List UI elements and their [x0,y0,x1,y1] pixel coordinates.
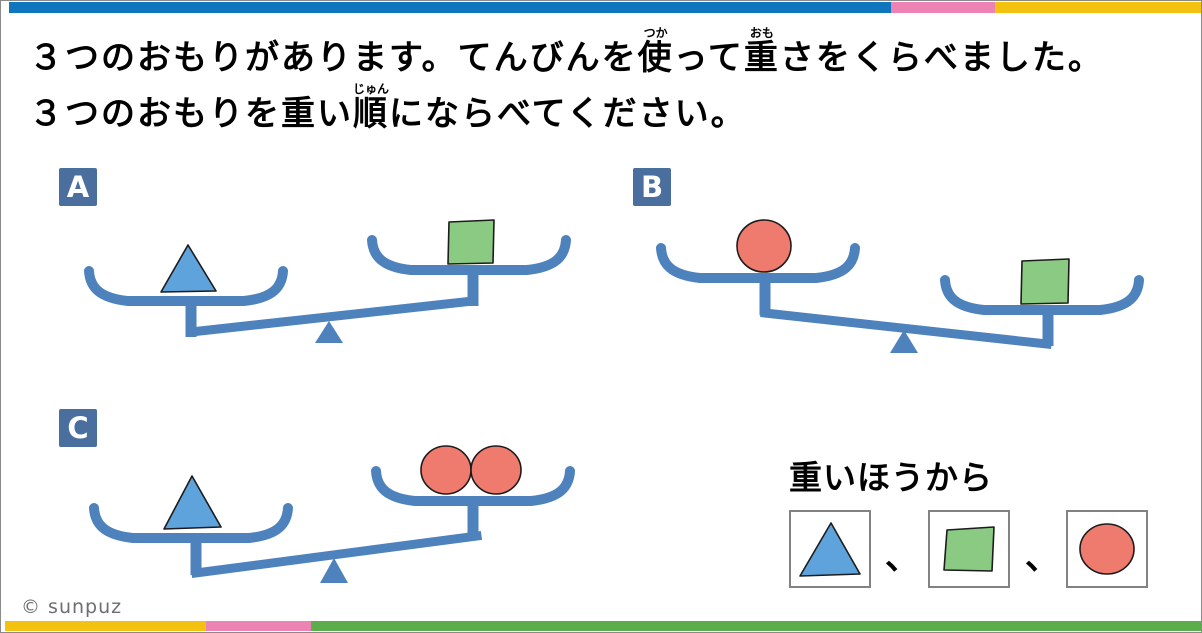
answer-shape-square [943,526,995,572]
triangle-weight [160,244,217,293]
balance-scale-c [89,445,575,583]
beam [760,308,1052,349]
balance-panel-c: C [51,401,581,601]
left-pan-stem [759,276,771,315]
answer-shape-triangle [799,522,861,577]
triangle-weight [163,475,222,530]
copyright-text: © sunpuz [21,596,123,618]
statement-text: ３つのおもりがあります。てんびんを [29,38,638,78]
square-weight [1020,258,1070,305]
furigana: おも [743,26,780,40]
right-pan-stem [1042,308,1054,346]
answer-separator-2: 、 [1025,538,1059,578]
top-bar-yellow-segment [995,2,1201,13]
bottom-bar-green-segment [311,621,1201,631]
panel-label-a: A [59,168,97,206]
problem-statement-line-2: ３つのおもりを重い順じゅんにならべてください。 [29,82,747,131]
panel-label-b: B [633,168,671,206]
right-pan [940,275,1144,315]
circle-weight [736,219,792,273]
left-pan [656,243,860,283]
right-pan-stem [467,268,479,306]
furigana: じゅん [353,82,390,96]
beam [190,530,483,579]
fulcrum-icon [890,330,918,353]
statement-text: にならべてください。 [389,94,747,134]
beam [186,296,478,337]
furigana: つか [637,26,674,40]
answer-shape-circle [1079,523,1135,575]
left-pan-stem [190,536,202,575]
kanji-with-furigana: 順じゅん [353,82,390,134]
bottom-bar-yellow-segment [5,621,206,631]
top-bar-blue-segment [9,2,891,13]
statement-text: ３つのおもりを重い [29,94,353,134]
answer-box-3 [1066,510,1148,588]
statement-text: って [673,38,744,78]
answer-box-1 [789,510,871,588]
balance-scale-a [84,219,571,343]
circle-weight [1079,523,1135,575]
kanji-with-furigana: 重おも [743,26,780,78]
top-bar-pink-segment [891,2,995,13]
fulcrum-icon [320,558,348,583]
balance-panel-b: B [626,161,1156,361]
answer-separator-1: 、 [885,538,919,578]
right-pan-stem [467,499,479,538]
bottom-bar-pink-segment [206,621,311,631]
balance-panel-a: A [51,161,581,361]
panel-label-c: C [59,409,97,447]
left-pan-stem [185,299,197,337]
square-weight [447,219,495,265]
answer-heading: 重いほうから [789,458,993,497]
balance-scale-b [656,219,1144,353]
circle-weight-1 [420,445,472,495]
square-weight [943,526,995,572]
answer-box-2 [928,510,1010,588]
fulcrum-icon [315,321,343,343]
problem-statement-line-1: ３つのおもりがあります。てんびんを使つかって重おもさをくらべました。 [29,26,1104,75]
circle-weight-2 [470,445,522,495]
statement-text: さをくらべました。 [779,38,1104,78]
triangle-weight [799,522,861,577]
kanji-with-furigana: 使つか [637,26,674,78]
